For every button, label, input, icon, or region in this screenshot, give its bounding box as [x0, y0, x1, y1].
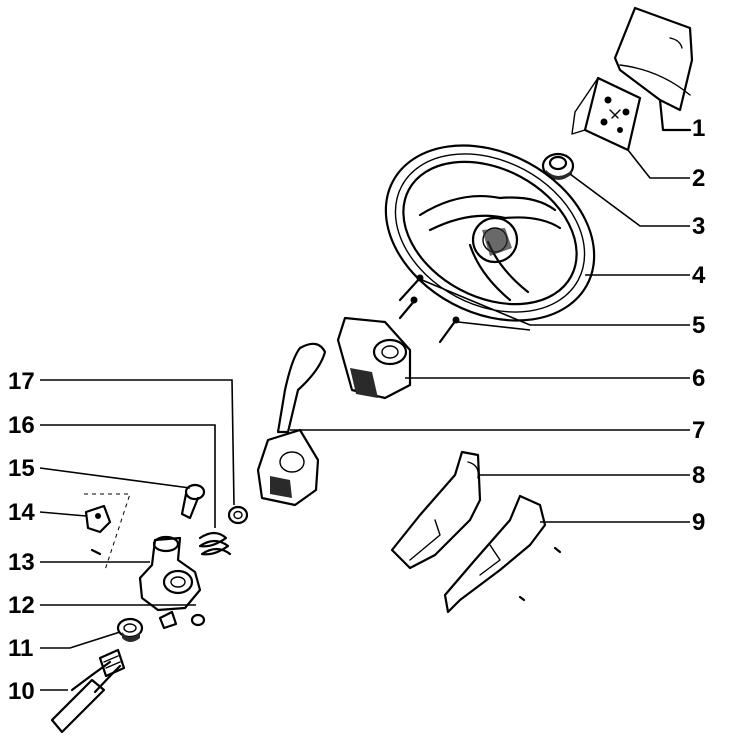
callout-12: 12	[8, 592, 35, 619]
part-3-nut	[541, 152, 690, 227]
callout-14: 14	[8, 499, 35, 526]
part-7-combination-switch	[256, 342, 690, 507]
callout-8: 8	[692, 462, 705, 489]
part-17-ring	[40, 379, 249, 525]
callout-16: 16	[8, 412, 35, 439]
part-14-clamp	[39, 493, 131, 571]
callout-10: 10	[8, 678, 35, 705]
callout-5: 5	[692, 312, 705, 339]
part-16-spring	[40, 424, 232, 556]
callout-15: 15	[8, 455, 35, 482]
callout-17: 17	[8, 368, 35, 395]
part-1-horn-cover	[613, 6, 694, 132]
callout-3: 3	[692, 213, 705, 240]
callout-7: 7	[692, 417, 705, 444]
part-13-lock-housing	[40, 535, 202, 612]
part-2-contact-plate	[571, 76, 690, 179]
callout-9: 9	[692, 509, 705, 536]
part-5-screws	[398, 274, 690, 344]
callout-13: 13	[8, 549, 35, 576]
part-12-fasteners	[40, 604, 206, 630]
part-8-upper-shroud	[390, 450, 690, 570]
callout-2: 2	[692, 165, 705, 192]
part-10-steering-shaft	[40, 648, 126, 734]
callout-1: 1	[692, 115, 705, 142]
part-6-switch-ring	[336, 316, 690, 400]
part-11-bushing	[40, 617, 144, 649]
part-4-steering-wheel	[384, 144, 690, 322]
callout-6: 6	[692, 365, 705, 392]
callout-11: 11	[8, 635, 33, 662]
part-15-key-cylinder	[39, 467, 206, 520]
callout-4: 4	[692, 262, 706, 289]
part-9-lower-shroud	[443, 494, 690, 614]
